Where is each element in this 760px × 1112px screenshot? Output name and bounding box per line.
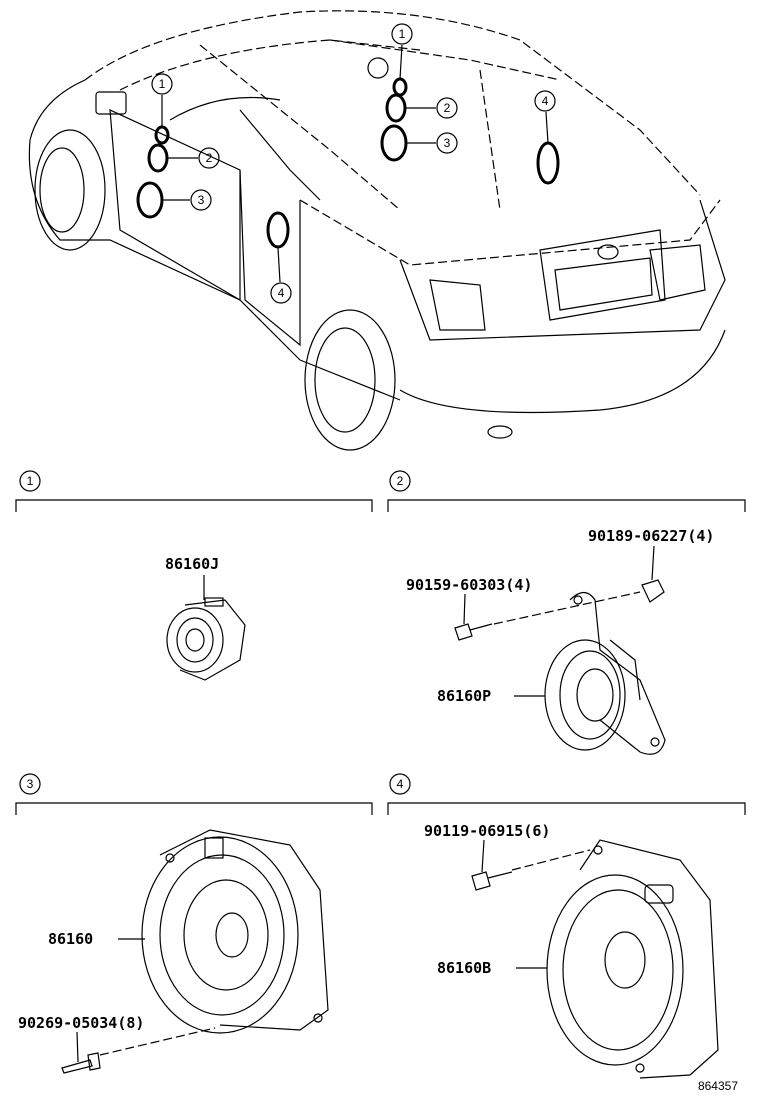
speaker-86160P xyxy=(544,591,666,755)
callout-4-right: 4 xyxy=(534,90,556,112)
leader-90119 xyxy=(481,839,485,873)
part-90119-06915-label: 90119-06915(6) xyxy=(424,822,550,840)
svg-text:1: 1 xyxy=(399,27,406,41)
leader-dashed-4 xyxy=(511,849,591,871)
callout-2-right: 2 xyxy=(436,97,458,119)
leader-dashed-2 xyxy=(493,591,641,625)
speaker-86160B xyxy=(546,839,719,1079)
location-2-right xyxy=(385,93,407,123)
location-4-right xyxy=(536,141,560,185)
svg-text:1: 1 xyxy=(27,474,34,488)
callout-2-left: 2 xyxy=(198,147,220,169)
svg-text:2: 2 xyxy=(444,101,451,115)
bolt-90159-60303 xyxy=(454,623,493,641)
section-4-header: 4 xyxy=(387,773,746,815)
tweeter-86160J xyxy=(166,575,246,681)
leader-90269 xyxy=(76,1031,79,1063)
callout-3-right: 3 xyxy=(436,132,458,154)
svg-text:2: 2 xyxy=(206,151,213,165)
callout-4-left: 4 xyxy=(270,282,292,304)
section-1-header: 1 xyxy=(15,470,373,512)
callout-1-left: 1 xyxy=(151,73,173,95)
part-86160P-label: 86160P xyxy=(437,687,491,705)
callout-1-right: 1 xyxy=(391,23,413,45)
callout-3-left: 3 xyxy=(190,189,212,211)
bolt-90119-06915 xyxy=(471,871,513,891)
leader-90159 xyxy=(463,593,466,625)
part-90189-06227-label: 90189-06227(4) xyxy=(588,527,714,545)
rivet-90269-05034 xyxy=(61,1052,101,1074)
nut-90189-06227 xyxy=(641,579,665,603)
svg-text:2: 2 xyxy=(397,474,404,488)
svg-text:4: 4 xyxy=(542,94,549,108)
leader-90189 xyxy=(651,545,655,581)
section-2-header: 2 xyxy=(387,470,746,512)
part-86160B-label: 86160B xyxy=(437,959,491,977)
svg-text:3: 3 xyxy=(198,193,205,207)
location-4-left xyxy=(266,211,290,249)
location-3-right xyxy=(380,124,408,162)
location-2-left xyxy=(147,143,169,173)
car-illustration: 1 2 3 4 1 2 3 4 xyxy=(28,10,726,451)
location-1-left xyxy=(154,125,170,145)
part-90269-05034-label: 90269-05034(8) xyxy=(18,1014,144,1032)
svg-text:3: 3 xyxy=(444,136,451,150)
svg-text:4: 4 xyxy=(278,286,285,300)
location-3-left xyxy=(136,181,164,219)
svg-text:1: 1 xyxy=(159,77,166,91)
part-86160-label: 86160 xyxy=(48,930,93,948)
part-90159-60303-label: 90159-60303(4) xyxy=(406,576,532,594)
leader-dashed-3 xyxy=(99,1027,216,1056)
speaker-86160 xyxy=(141,829,329,1034)
svg-text:4: 4 xyxy=(397,777,404,791)
svg-text:3: 3 xyxy=(27,777,34,791)
illustration-number: 864357 xyxy=(698,1079,738,1093)
part-86160J-label: 86160J xyxy=(165,555,219,573)
location-1-right xyxy=(392,77,408,97)
section-3-header: 3 xyxy=(15,773,373,815)
